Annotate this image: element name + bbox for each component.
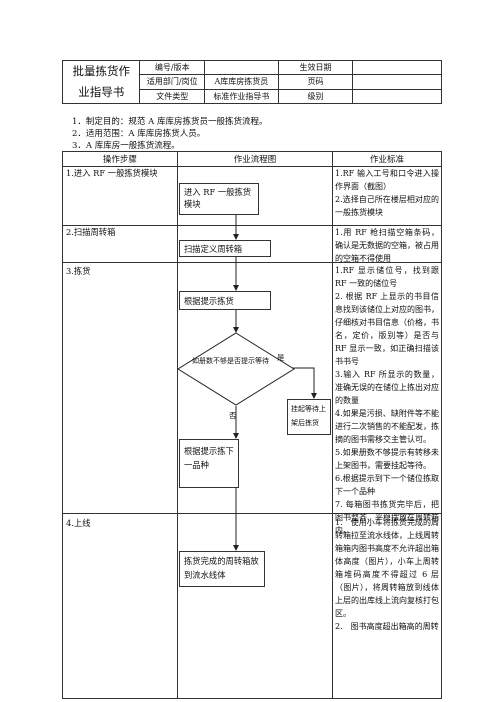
flow-box-enter-rf: 进入 RF 一般拣货模块 (179, 183, 259, 215)
flow-box-scan-tote: 扫描定义周转箱 (179, 240, 271, 257)
meta-value: 标准作业指导书 (204, 88, 279, 105)
standard-item: 5.如果册数不够提示有转移未上架图书，需要挂起等待。 (335, 448, 439, 470)
standard-step-3: 1.RF 显示储位号，找到跟 RF 一致的储位号 2. 根据 RF 上显示的书目… (335, 264, 439, 537)
decision-diamond (177, 332, 295, 406)
header-table: 批量拣货作业指导书 编号/版本 生效日期 适用部门/岗位 A库库房拣货员 页码 … (61, 59, 442, 105)
flow-box-next-item: 根据提示拣下一品种 (179, 439, 239, 488)
step-1-label: 1.进入 RF 一般拣货模块 (66, 168, 158, 178)
standard-item: 6.根据提示到下一个储位拣取下一个品种 (335, 474, 439, 496)
meta-key: 文件类型 (139, 88, 206, 105)
standard-item: 2. 图书高度超出箱高的周转 (335, 622, 439, 631)
standard-step-4: 1. 使用小车将拣货完成的周转箱拉至流水线体，上线周转箱箱内图书高度不允许超出箱… (335, 516, 439, 633)
flow-box-to-conveyor: 拣货完成的周转箱放到流水线体 (179, 551, 265, 587)
decision-text: 如册数不够是否提示等待 (192, 357, 269, 365)
standard-item: 1.RF 显示储位号，找到跟 RF 一致的储位号 (335, 266, 439, 288)
procedure-table: 操作步骤 作业流程图 作业标准 (62, 151, 442, 699)
flow-box-hold-wait: 挂起等待上架后拣货 (287, 399, 331, 435)
standard-item: 4.如果是污损、缺附件等不能进行二次销售的不能配发，拣摘的图书需移交主管认可。 (335, 409, 439, 444)
step-3-label: 3.拣货 (66, 266, 91, 276)
standard-step-1: 1.RF 输入工号和口令进入操作界面（截图） 2.选择自己所在楼层相对应的一般拣… (335, 167, 439, 219)
standard-item: 2.选择自己所在楼层相对应的一般拣货模块 (335, 195, 439, 217)
intro-purpose: 1．制定目的：规范 A 库库房拣货员一般拣货流程。 (72, 117, 268, 127)
intro-scope: 2．适用范围：A 库库房拣货人员。 (72, 129, 206, 139)
no-label: 否 (229, 411, 237, 420)
meta-value (352, 88, 442, 105)
standard-item: 2. 根据 RF 上显示的书目信息找到该储位上对应的图书，仔细核对书目信息（价格… (335, 292, 439, 366)
yes-label: 是 (277, 353, 285, 362)
standard-step-2: 1.用 RF 枪扫描空箱条码，确认是无数据的空箱，被占用的空箱不得使用 (335, 226, 439, 265)
step-2-label: 2.扫描周转箱 (66, 227, 116, 237)
doc-title: 批量拣货作业指导书 (61, 60, 141, 104)
standard-item: 1.RF 输入工号和口令进入操作界面（截图） (335, 169, 439, 191)
flow-box-pick-by-prompt: 根据提示拣货 (179, 291, 271, 310)
standard-item: 1. 使用小车将拣货完成的周转箱拉至流水线体，上线周转箱箱内图书高度不允许超出箱… (335, 518, 439, 618)
intro-process: 3．A 库库房一般拣货流程。 (72, 141, 180, 151)
step-4-label: 4.上线 (66, 518, 91, 528)
meta-key: 级别 (277, 88, 354, 105)
standard-item: 1.用 RF 枪扫描空箱条码，确认是无数据的空箱，被占用的空箱不得使用 (335, 228, 439, 263)
standard-item: 3.输入 RF 所显示的数量，准确无误的在储位上拣出对应的数量 (335, 370, 439, 405)
standard-item: 7. 每箱图书拣货完毕后，把图书整齐、平稳摆放在周转箱内。 (335, 500, 439, 535)
